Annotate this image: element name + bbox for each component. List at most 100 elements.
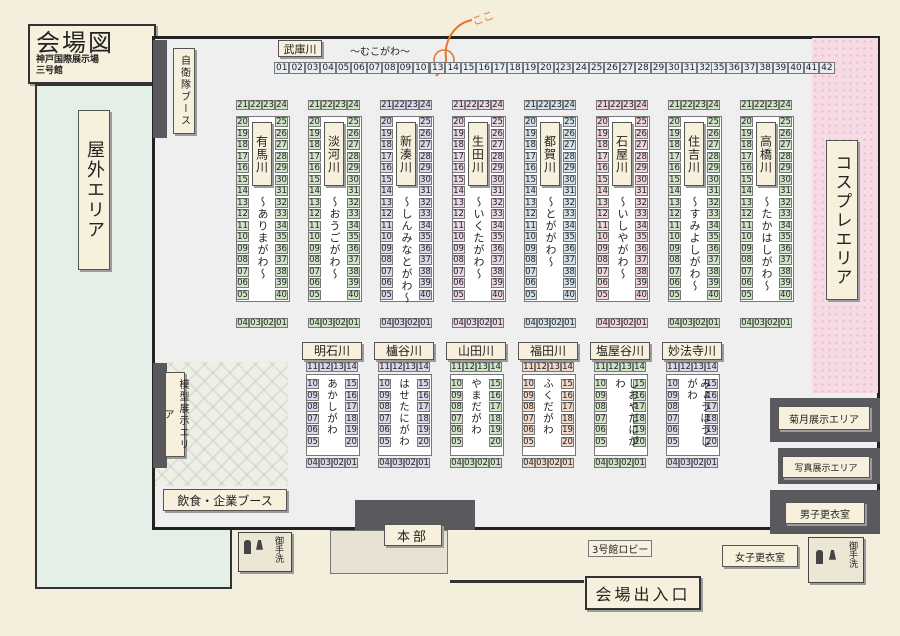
space-number: 39 (563, 278, 576, 288)
space-number: 26 (347, 128, 360, 139)
space-number: 15 (633, 379, 646, 389)
space-number: 24 (275, 100, 288, 110)
space-number: 22 (249, 100, 262, 110)
space-number: 09 (236, 243, 249, 254)
kikuzuki-area-label: 菊月展示エリア (778, 406, 870, 430)
lower-river-name: 明石川 (302, 342, 362, 360)
space-number: 14 (489, 362, 502, 372)
map-title: 会場図 (36, 29, 114, 57)
space-number: 19 (236, 128, 249, 139)
space-number: 01 (347, 318, 360, 328)
space-number: 02 (334, 318, 347, 328)
space-number: 18 (668, 140, 681, 150)
space-number: 36 (563, 243, 576, 254)
space-number: 10 (236, 232, 249, 242)
space-number: 35 (275, 232, 288, 242)
space-number: 17 (380, 151, 393, 162)
toilet-woman-icon (256, 540, 263, 550)
space-number: 14 (596, 186, 609, 196)
space-number: 11 (378, 362, 391, 372)
space-number: 04 (594, 458, 607, 468)
space-number: 20 (452, 117, 465, 127)
space-number: 02 (548, 458, 561, 468)
space-number: 10 (666, 379, 679, 389)
space-number: 15 (705, 379, 718, 389)
space-number: 12 (535, 362, 548, 372)
space-number: 21 (308, 100, 321, 110)
space-number: 13 (404, 362, 417, 372)
honbu-label: 本部 (384, 524, 442, 546)
space-number: 31 (681, 62, 698, 74)
space-number: 16 (452, 163, 465, 173)
space-number: 29 (275, 163, 288, 173)
space-number: 11 (666, 362, 679, 372)
space-number: 12 (452, 209, 465, 219)
space-number: 16 (236, 163, 249, 173)
space-number: 12 (607, 362, 620, 372)
space-number: 31 (275, 186, 288, 196)
space-number: 31 (563, 186, 576, 196)
space-number: 34 (347, 220, 360, 231)
space-number: 02 (262, 318, 275, 328)
space-number: 26 (419, 128, 432, 139)
space-number: 28 (707, 151, 720, 162)
space-number: 16 (476, 62, 492, 74)
space-number: 06 (524, 278, 537, 288)
space-number: 03 (304, 62, 321, 74)
space-number: 19 (633, 425, 646, 435)
space-number: 22 (465, 100, 478, 110)
space-number: 38 (757, 62, 773, 74)
space-number: 14 (740, 186, 753, 196)
space-number: 21 (596, 100, 609, 110)
space-number: 31 (419, 186, 432, 196)
space-number: 18 (308, 140, 321, 150)
space-number: 13 (308, 197, 321, 208)
space-number: 02 (289, 62, 305, 74)
space-number: 15 (489, 379, 502, 389)
space-number: 12 (740, 209, 753, 219)
space-number: 24 (491, 100, 504, 110)
space-number: 32 (779, 197, 792, 208)
space-number: 08 (378, 402, 391, 412)
space-number: 12 (308, 209, 321, 219)
space-number: 08 (668, 255, 681, 265)
space-number: 18 (507, 62, 523, 74)
space-number: 21 (236, 100, 249, 110)
space-number: 16 (417, 390, 430, 401)
toilet-woman-icon (829, 550, 836, 560)
map-title-box: 会場図 神戸国際展示場 三号館 (28, 24, 156, 84)
space-number: 10 (380, 232, 393, 242)
photo-area-label: 写真展示エリア (782, 456, 870, 478)
space-number: 01 (635, 318, 648, 328)
space-number: 28 (419, 151, 432, 162)
space-number: 28 (275, 151, 288, 162)
space-number: 20 (345, 436, 358, 447)
space-number: 07 (594, 413, 607, 424)
space-number: 22 (753, 100, 766, 110)
space-number: 33 (563, 209, 576, 219)
space-number: 04 (596, 318, 609, 328)
space-number: 20 (705, 436, 718, 447)
river-kana: 〜すみよしがわ〜 (688, 196, 701, 292)
space-number: 08 (596, 255, 609, 265)
space-number: 33 (707, 209, 720, 219)
space-number: 26 (635, 128, 648, 139)
space-number: 38 (491, 266, 504, 277)
space-number: 06 (236, 278, 249, 288)
space-number: 02 (478, 318, 491, 328)
space-number: 02 (550, 318, 563, 328)
space-number: 16 (308, 163, 321, 173)
space-number: 12 (596, 209, 609, 219)
space-number: 23 (406, 100, 419, 110)
space-number: 17 (452, 151, 465, 162)
toilet-man-icon (816, 550, 823, 564)
space-number: 10 (450, 379, 463, 389)
lower-river-kana: あかしがわ (326, 378, 338, 436)
space-number: 18 (561, 413, 574, 424)
space-number: 16 (633, 390, 646, 401)
space-number: 32 (347, 197, 360, 208)
space-number: 37 (563, 255, 576, 265)
space-number: 27 (275, 140, 288, 150)
lower-river-name: 山田川 (446, 342, 506, 360)
space-number: 24 (573, 62, 589, 74)
